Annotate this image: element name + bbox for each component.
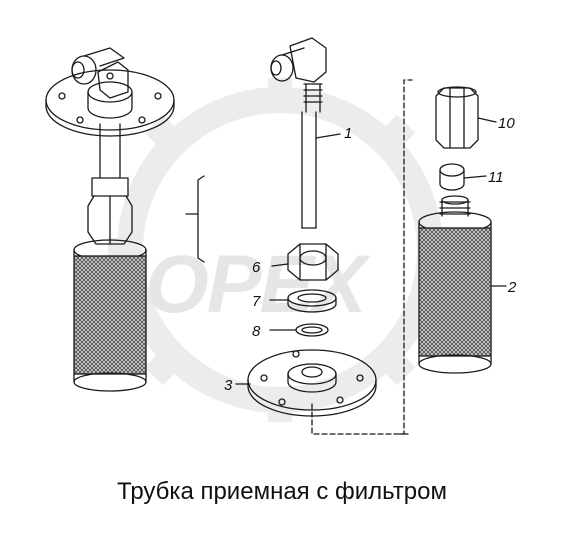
part-8-seal-ring (269, 323, 329, 337)
callout-8: 8 (252, 323, 261, 340)
left-bracket (197, 175, 205, 263)
diagram-caption: Трубка приемная с фильтром (117, 478, 447, 505)
callout-7: 7 (252, 293, 261, 310)
part-7-washer (269, 289, 337, 313)
watermark: OPEX (108, 78, 452, 422)
callout-2: 2 (507, 279, 517, 296)
watermark-text: OPEX (145, 239, 371, 330)
callout-11: 11 (488, 169, 504, 186)
callout-3: 3 (224, 377, 233, 394)
part-11-sleeve (439, 163, 487, 191)
part-6-hex-nut (271, 243, 339, 281)
part-10-cap-nut (435, 86, 497, 149)
part-1-pickup-tube (270, 37, 341, 229)
callout-1: 1 (344, 125, 352, 142)
assembled-filter-tube (45, 47, 175, 392)
callout-10: 10 (498, 115, 515, 132)
callout-6: 6 (252, 259, 261, 276)
part-2-filter-element (418, 195, 507, 374)
